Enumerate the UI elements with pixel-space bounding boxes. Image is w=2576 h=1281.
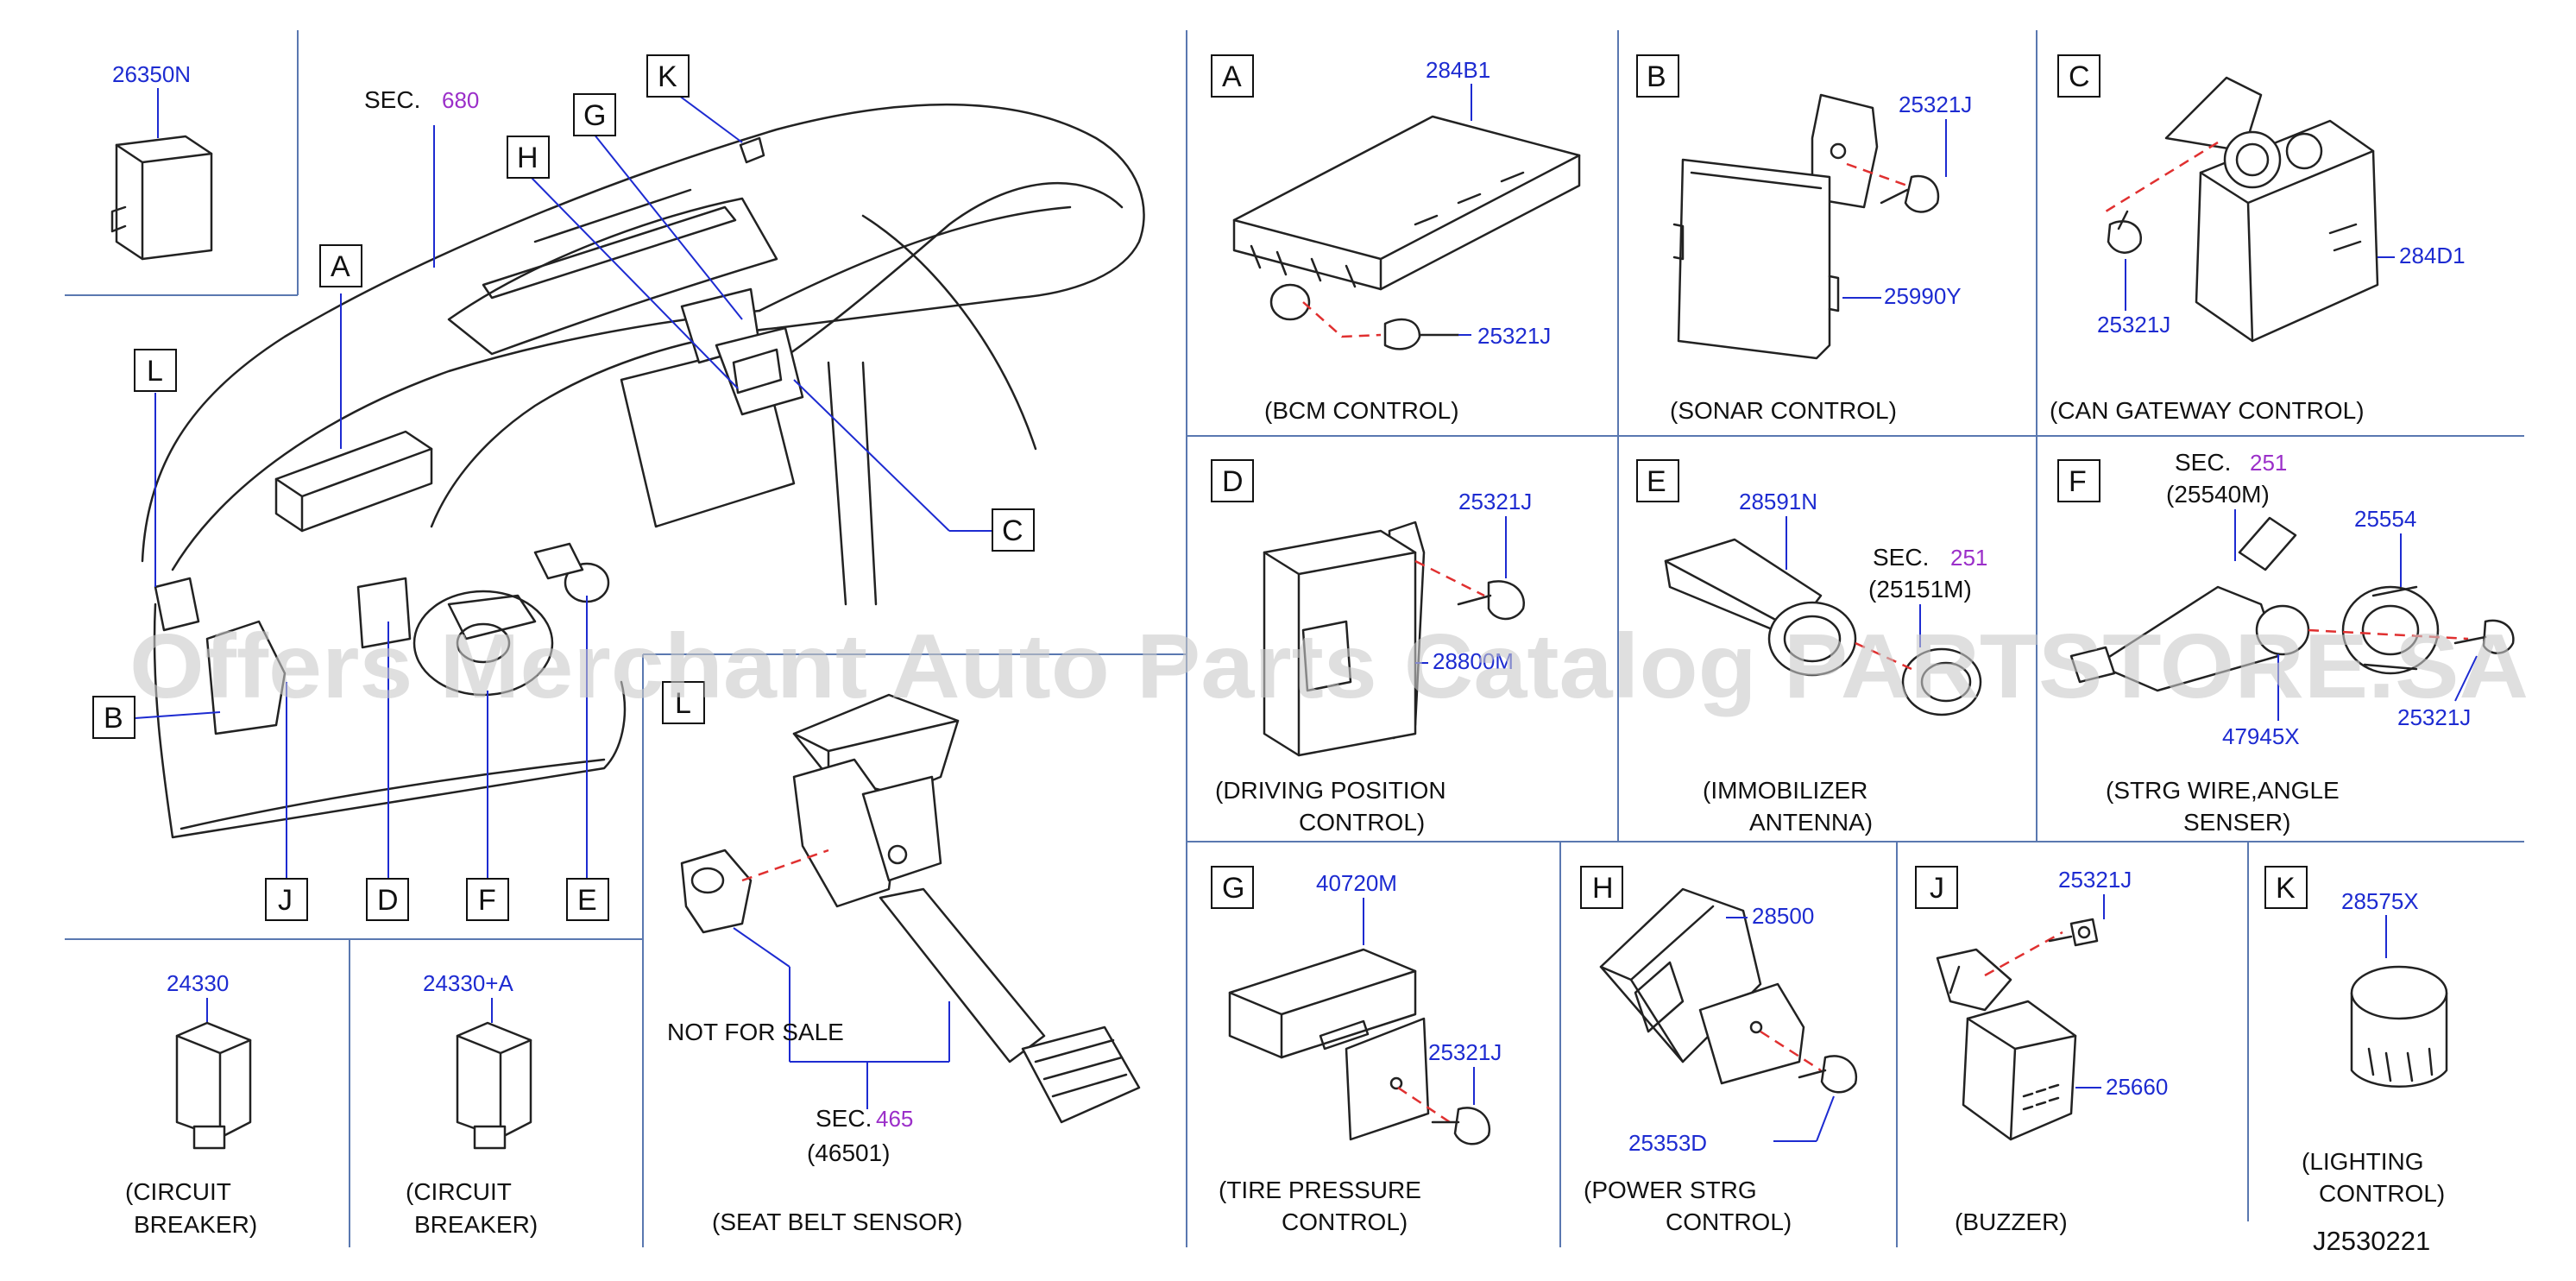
overview-letter-j: J [278,884,293,917]
part-number-25321j-f: 25321J [2397,704,2471,730]
panel-l-seat-belt-sensor: L NOT FOR SALE SEC. 465 (46501) (SEAT BE… [662,681,1141,1235]
panel-f-caption-2: SENSER) [2183,809,2290,836]
panel-l-sec-number: 465 [876,1106,913,1132]
panel-e-caption-2: ANTENNA) [1749,809,1873,836]
panel-l-sec-label: SEC. [816,1105,872,1132]
panel-h-caption-1: (POWER STRG [1584,1177,1757,1203]
part-number-40720m: 40720M [1316,870,1397,896]
part-number-25990y: 25990Y [1884,283,1962,309]
panel-c-letter: C [2069,60,2090,93]
part-number-26350n: 26350N [112,61,191,87]
panel-d-driving-position-control: D 25321J 28800M (DRIVING POSITION CONTRO… [1211,459,1532,836]
overview-letter-f: F [478,884,496,917]
panel-f-sec-part: (25540M) [2166,481,2270,508]
panel-h-letter: H [1592,872,1614,905]
part-number-47945x: 47945X [2222,723,2300,749]
panel-k-caption-1: (LIGHTING [2302,1148,2424,1175]
panel-j-caption: (BUZZER) [1955,1208,2068,1235]
panel-d-caption-2: CONTROL) [1299,809,1425,836]
overview-sec-number: 680 [442,87,479,113]
panel-j-letter: J [1930,872,1944,905]
part-number-28575x: 28575X [2341,888,2419,914]
watermark-text: Offers Merchant Auto Parts Catalog PARTS… [129,615,2529,717]
part-number-24330: 24330 [167,970,229,996]
panel-e-sec-number: 251 [1950,545,1987,571]
panel-l-sec-part: (46501) [807,1139,891,1166]
panel-dividers [65,30,2524,1247]
panel-h-power-strg-control: H 28500 25353D (POWER STRG CONTROL) [1580,866,1858,1235]
panel-f-caption-1: (STRG WIRE,ANGLE [2106,777,2340,804]
circuit-breaker-24330: 24330 (CIRCUIT BREAKER) [125,970,257,1238]
panel-l-letter: L [675,687,691,720]
part-number-284b1: 284B1 [1426,57,1490,83]
overview-letter-b: B [104,702,123,735]
part-number-25321j-j: 25321J [2058,867,2132,893]
panel-l-caption: (SEAT BELT SENSOR) [712,1208,962,1235]
part-number-25321j-b: 25321J [1899,92,1972,117]
panel-a-bcm-control: A 284B1 25321J (BCM CONTROL) [1211,54,1581,424]
panel-c-can-gateway-control: C 25321J 284D1 (CAN GATEWAY CONTROL) [2050,54,2466,424]
panel-f-sec-number: 251 [2250,450,2287,476]
panel-e-immobilizer-antenna: E 28591N SEC. 251 (25151M) (IMMOBILIZER … [1636,459,1987,836]
overview-letter-d: D [377,884,399,917]
circuit-breaker-1-caption-1: (CIRCUIT [125,1178,231,1205]
panel-k-lighting-control: K 28575X (LIGHTING CONTROL) [2264,866,2448,1207]
panel-e-sec-part: (25151M) [1868,576,1972,603]
overview-leaders [134,87,992,879]
panel-e-letter: E [1647,465,1666,498]
circuit-breaker-2-caption-2: BREAKER) [414,1211,538,1238]
part-number-28500: 28500 [1752,903,1814,929]
circuit-breaker-1-caption-2: BREAKER) [134,1211,257,1238]
panel-a-letter: A [1222,60,1242,93]
part-number-24330a: 24330+A [423,970,513,996]
panel-g-caption-1: (TIRE PRESSURE [1219,1177,1421,1203]
panel-e-sec-label: SEC. [1873,544,1929,571]
panel-d-caption-1: (DRIVING POSITION [1215,777,1446,804]
part-number-28800m: 28800M [1433,648,1514,674]
circuit-breaker-2-caption-1: (CIRCUIT [406,1178,512,1205]
panel-f-sec-label: SEC. [2175,449,2231,476]
overview-letter-boxes: K G H A L C B J D F E [92,54,1035,921]
part-number-25321j-a: 25321J [1477,323,1551,349]
not-for-sale-text: NOT FOR SALE [667,1019,844,1045]
overview-sec-label: SEC. [364,86,420,113]
panel-d-letter: D [1222,465,1244,498]
part-number-25660: 25660 [2106,1074,2168,1100]
part-number-25321j-c: 25321J [2097,312,2170,338]
panel-g-tire-pressure-control: G 40720M 25321J (TIRE PRESSURE CONTROL) [1211,866,1502,1235]
circuit-breaker-24330a: 24330+A (CIRCUIT BREAKER) [406,970,538,1238]
overview-letter-h: H [517,142,539,174]
part-number-25321j-g: 25321J [1428,1039,1502,1065]
panel-g-letter: G [1222,872,1244,905]
part-number-25321j-d: 25321J [1458,489,1532,514]
panel-a-caption: (BCM CONTROL) [1264,397,1459,424]
panel-b-letter: B [1647,60,1666,93]
diagram-id: J2530221 [2313,1226,2430,1256]
overview-letter-c: C [1002,514,1023,547]
panel-c-caption: (CAN GATEWAY CONTROL) [2050,397,2365,424]
dashboard-overview [141,103,1145,839]
relay-26350n: 26350N [110,61,213,261]
panel-f-letter: F [2069,465,2087,498]
panel-j-buzzer: J 25321J 25660 (BUZZER) [1915,866,2168,1235]
part-number-28591n: 28591N [1739,489,1817,514]
panel-h-caption-2: CONTROL) [1666,1208,1792,1235]
panel-e-caption-1: (IMMOBILIZER [1703,777,1867,804]
overview-letter-a: A [331,250,350,283]
panel-g-caption-2: CONTROL) [1282,1208,1408,1235]
part-number-25554: 25554 [2354,506,2416,532]
panel-k-letter: K [2276,872,2296,905]
overview-letter-e: E [577,884,597,917]
overview-letter-g: G [583,99,606,132]
panel-f-strg-wire-angle-sensor: F SEC. 251 (25540M) 25554 47945X 25321J … [2057,449,2515,836]
panel-b-sonar-control: B 25321J 25990Y (SONAR CONTROL) [1636,54,1972,424]
panel-b-caption: (SONAR CONTROL) [1670,397,1897,424]
part-number-284d1: 284D1 [2399,243,2466,268]
overview-letter-l: L [147,355,163,388]
overview-letter-k: K [658,60,677,93]
part-number-25353d: 25353D [1628,1130,1707,1156]
panel-k-caption-2: CONTROL) [2319,1180,2445,1207]
